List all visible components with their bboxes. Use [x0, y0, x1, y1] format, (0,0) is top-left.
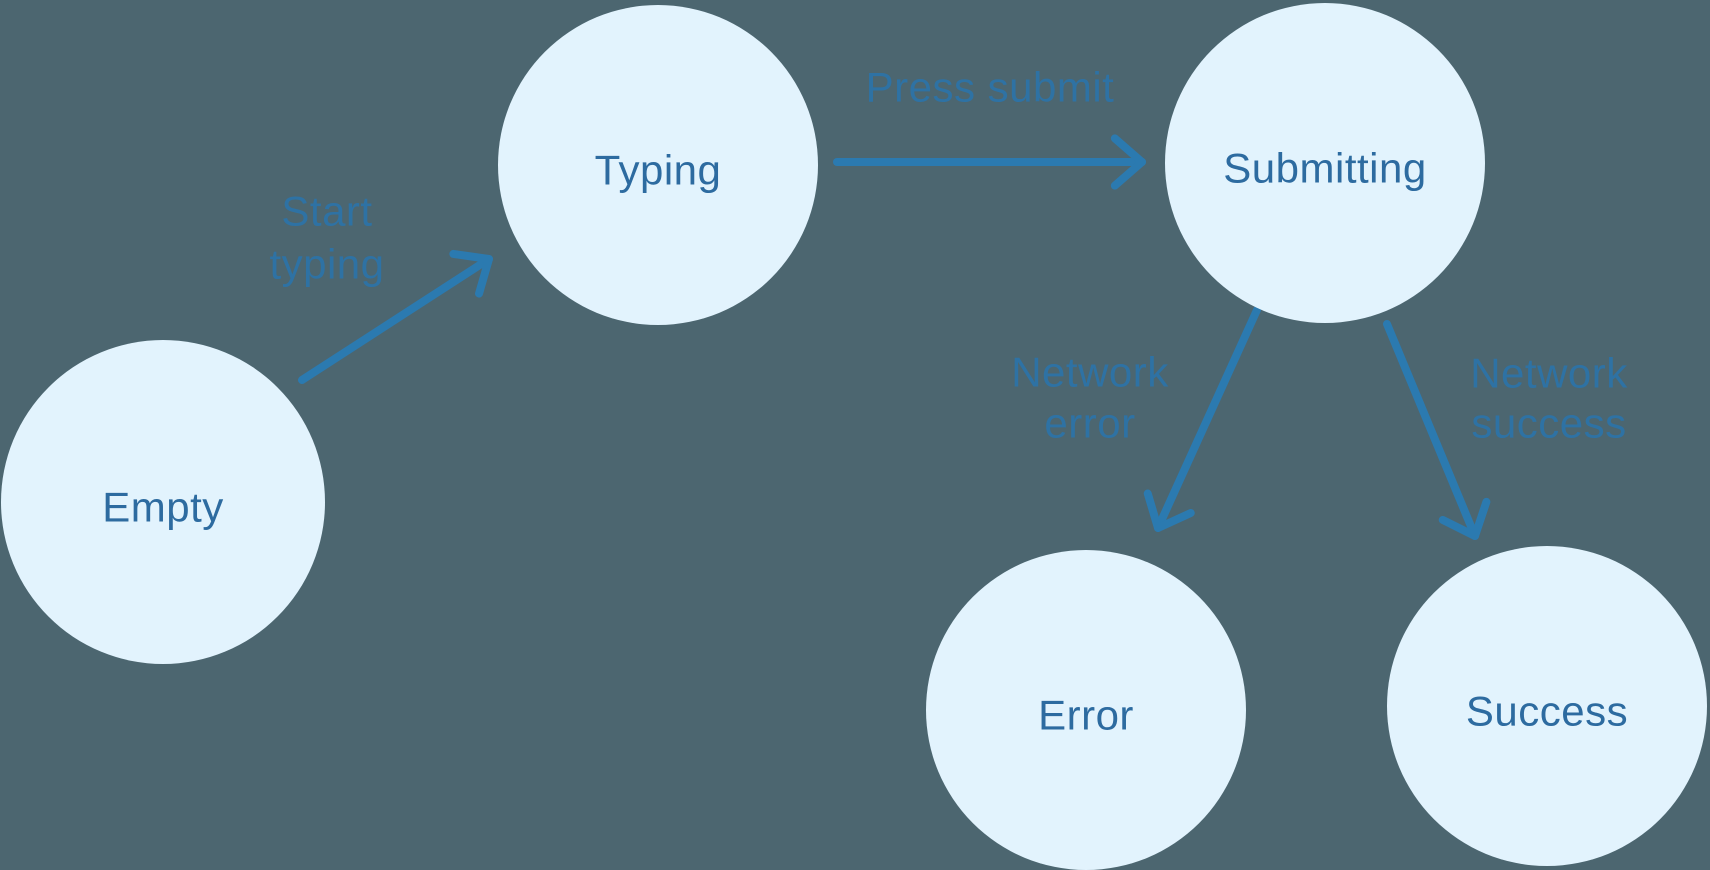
edge-label-start-typing-line-2: typing	[269, 241, 384, 288]
state-node-empty: Empty	[1, 340, 325, 664]
transition-edge-press-submit: Press submit	[833, 64, 1146, 190]
state-label-empty: Empty	[102, 484, 224, 531]
state-circle-error[interactable]	[926, 550, 1246, 870]
edge-line-start-typing[interactable]	[298, 255, 493, 384]
state-node-typing: Typing	[498, 5, 818, 325]
state-label-success: Success	[1466, 688, 1628, 735]
state-circle-empty[interactable]	[1, 340, 325, 664]
state-circle-success[interactable]	[1387, 546, 1707, 866]
state-circle-submitting[interactable]	[1165, 3, 1485, 323]
state-node-error: Error	[926, 550, 1246, 870]
edge-label-network-error-line-2: error	[1044, 400, 1135, 447]
arrowhead-icon	[1438, 497, 1491, 540]
state-label-submitting: Submitting	[1223, 145, 1426, 192]
edge-label-network-success-line-2: success	[1471, 400, 1626, 447]
edge-label-network-success-line-1: Network	[1470, 350, 1628, 397]
arrowhead-icon	[1110, 134, 1146, 190]
state-circle-typing[interactable]	[498, 5, 818, 325]
edge-line-network-success[interactable]	[1383, 320, 1479, 540]
edge-label-start-typing-line-1: Start	[281, 188, 372, 235]
state-label-error: Error	[1038, 692, 1134, 739]
edge-label-press-submit-line-1: Press submit	[866, 64, 1115, 111]
state-node-success: Success	[1387, 546, 1707, 866]
state-node-submitting: Submitting	[1165, 3, 1485, 323]
arrowhead-icon	[449, 249, 493, 298]
state-label-typing: Typing	[595, 147, 722, 194]
edge-line-network-error[interactable]	[1154, 306, 1261, 532]
edge-label-network-error-line-1: Network	[1011, 349, 1169, 396]
arrowhead-icon	[1143, 489, 1195, 532]
transition-edge-start-typing: Start typing	[269, 188, 493, 384]
